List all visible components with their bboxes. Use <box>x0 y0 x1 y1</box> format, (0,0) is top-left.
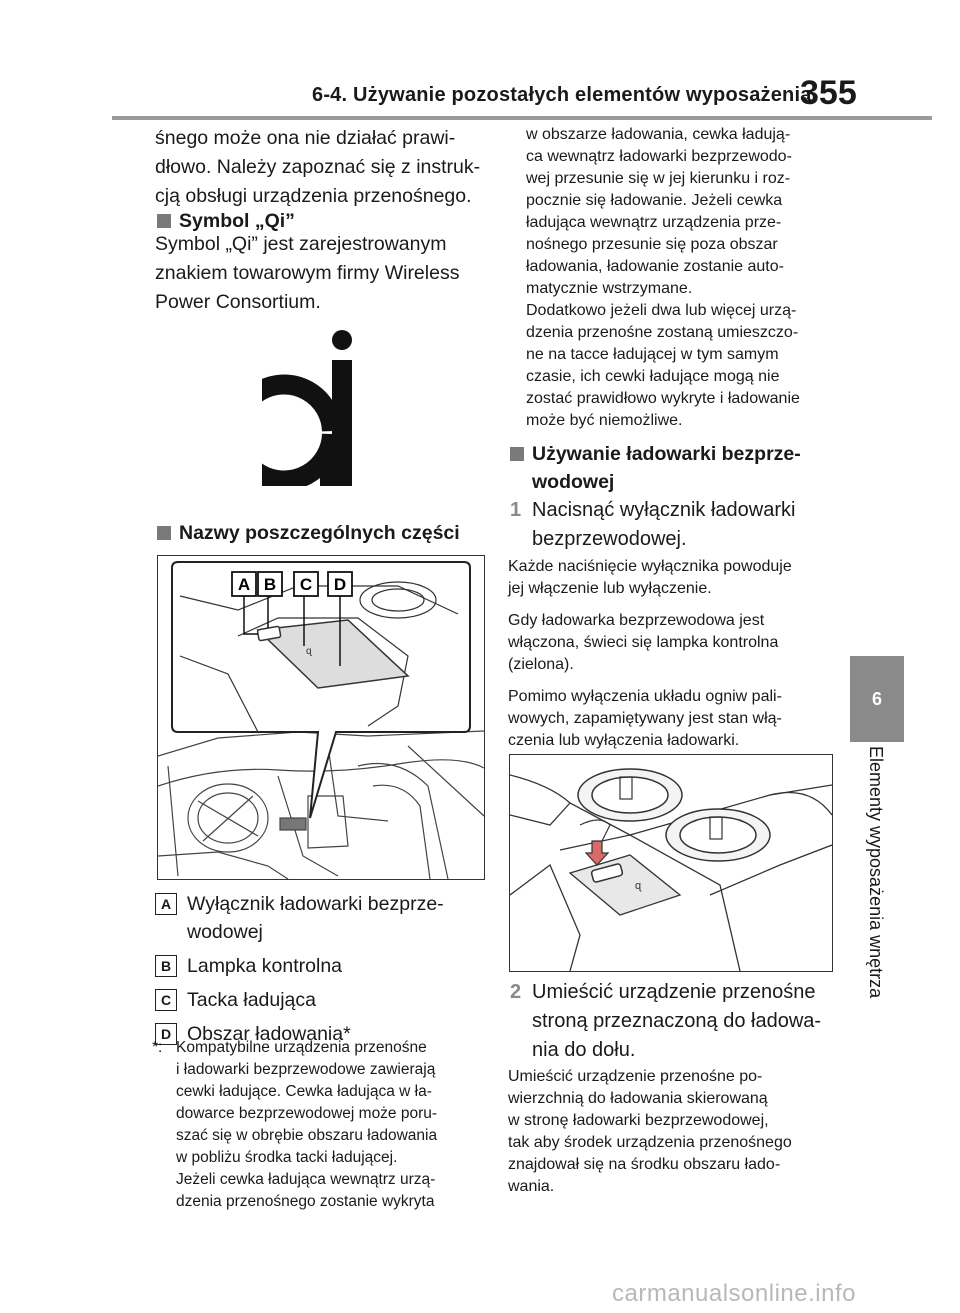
qi-logo-icon <box>262 330 352 486</box>
svg-text:B: B <box>264 575 276 594</box>
page-number: 355 <box>800 74 857 112</box>
legend-item-b: B Lampka kontrolna <box>155 952 485 980</box>
press-arrow-icon <box>584 840 610 866</box>
footnote: *: Kompatybilne urządzenia przenośne i ł… <box>152 1039 438 1210</box>
section-title: 6-4. Używanie pozostałych elementów wypo… <box>312 84 812 106</box>
chapter-title: Elementy wyposażenia wnętrza <box>866 746 886 999</box>
step-2-notes: Umieścić urządzenie przenośne po- wierzc… <box>508 1068 792 1195</box>
bullet-square-icon <box>510 447 524 461</box>
intro-text: śnego może ona nie działać prawi- dłowo.… <box>155 127 481 207</box>
step-1: 1 Nacisnąć wyłącznik ładowarki bezprzewo… <box>510 499 796 550</box>
parts-heading: Nazwy poszczególnych części <box>155 519 485 547</box>
svg-text:C: C <box>300 575 312 594</box>
charger-parts-figure: ɋ A B C D <box>157 555 485 880</box>
watermark: carmanualsonline.info <box>612 1280 856 1307</box>
step-2: 2 Umieścić urządzenie przenośne stroną p… <box>510 981 822 1061</box>
legend-item-d: D Obszar ładowania* <box>155 1020 485 1048</box>
symbol-heading: Symbol „Qi” <box>155 207 485 235</box>
header-rule <box>112 116 932 120</box>
legend-item-a: A Wyłącznik ładowarki bezprze- wodowej <box>155 890 485 946</box>
symbol-text: Symbol „Qi” jest zarejestrowanym znakiem… <box>155 233 460 313</box>
svg-text:D: D <box>334 575 346 594</box>
step-1-notes: Każde naciśnięcie wyłącznika powoduje je… <box>508 558 792 749</box>
charger-switch-figure: ɋ <box>509 754 833 972</box>
callout-c: C <box>293 571 319 597</box>
usage-heading: Używanie ładowarki bezprze- wodowej <box>508 440 838 496</box>
svg-text:ɋ: ɋ <box>635 880 642 892</box>
legend-item-c: C Tacka ładująca <box>155 986 485 1014</box>
parts-legend: A Wyłącznik ładowarki bezprze- wodowej B… <box>155 890 485 1048</box>
footnote-continuation: w obszarze ładowania, cewka ładują- ca w… <box>526 126 800 429</box>
callout-a: A <box>231 571 257 597</box>
bullet-square-icon <box>157 526 171 540</box>
svg-text:A: A <box>238 575 250 594</box>
svg-text:ɋ: ɋ <box>306 646 312 657</box>
callout-b: B <box>257 571 283 597</box>
chapter-tab[interactable]: 6 <box>850 656 904 742</box>
bullet-square-icon <box>157 214 171 228</box>
callout-d: D <box>327 571 353 597</box>
